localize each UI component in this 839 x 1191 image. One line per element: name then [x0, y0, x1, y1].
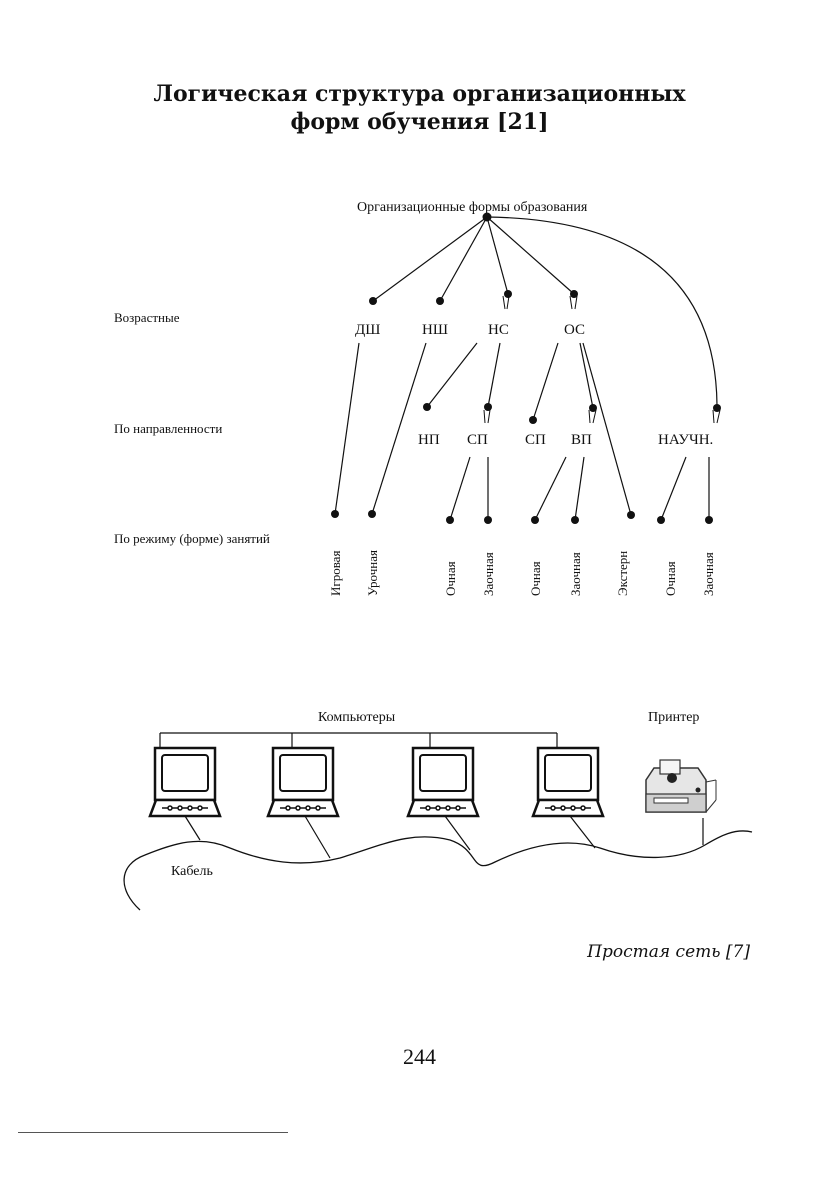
- mode-label-zaochnaya-2: Заочная: [568, 552, 583, 596]
- network-caption: Простая сеть [7]: [540, 942, 750, 962]
- mode-dot-ekstern: [627, 511, 635, 519]
- mode-dot-urochnaya: [368, 510, 376, 518]
- direction-node-nauchn: НАУЧН.: [658, 432, 713, 448]
- cable-label: Кабель: [171, 864, 213, 879]
- mode-label-ochnaya-1: Очная: [443, 561, 458, 596]
- level-label-mode: По режиму (форме) занятий: [114, 531, 270, 546]
- direction-node-vp: ВП: [571, 432, 592, 448]
- age-dot-ns: [504, 290, 512, 298]
- root-edges: [373, 217, 717, 405]
- direction-dot-np: [423, 403, 431, 411]
- direction-dot-sp1: [484, 403, 492, 411]
- middle-edges: [335, 343, 631, 515]
- bus-lines: [160, 733, 557, 748]
- age-dot-nsh: [436, 297, 444, 305]
- mode-dot-ochnaya-1: [446, 516, 454, 524]
- mode-dot-ochnaya-2: [531, 516, 539, 524]
- mode-label-ekstern: Экстерн: [615, 551, 630, 596]
- computer-icon: [533, 748, 603, 816]
- direction-node-sp2: СП: [525, 432, 546, 448]
- age-node-os: ОС: [564, 322, 585, 338]
- double-tick-marks: [503, 296, 577, 309]
- age-dot-dsh: [369, 297, 377, 305]
- age-node-nsh: НШ: [422, 322, 448, 338]
- mode-dot-zaochnaya-2: [571, 516, 579, 524]
- computer-icon: [268, 748, 338, 816]
- computers-label: Компьютеры: [318, 710, 396, 725]
- mode-label-zaochnaya-3: Заочная: [701, 552, 716, 596]
- mode-label-ochnaya-2: Очная: [528, 561, 543, 596]
- direction-node-sp1: СП: [467, 432, 488, 448]
- footer-divider: [18, 1132, 288, 1133]
- mode-dot-zaochnaya-1: [484, 516, 492, 524]
- computer-icon: [150, 748, 220, 816]
- root-label: Организационные формы образования: [357, 200, 588, 215]
- age-node-ns: НС: [488, 322, 509, 338]
- level-label-age: Возрастные: [114, 310, 180, 325]
- printer-label: Принтер: [648, 710, 699, 725]
- mode-dot-igrovaya: [331, 510, 339, 518]
- mode-label-ochnaya-3: Очная: [663, 561, 678, 596]
- mode-label-urochnaya: Урочная: [365, 550, 380, 596]
- mode-dot-zaochnaya-3: [705, 516, 713, 524]
- computer-icon: [408, 748, 478, 816]
- mode-label-igrovaya: Игровая: [328, 551, 343, 596]
- direction-node-np: НП: [418, 432, 440, 448]
- page-number: 244: [0, 1044, 839, 1070]
- mode-dot-ochnaya-3: [657, 516, 665, 524]
- direction-dot-sp2: [529, 416, 537, 424]
- mode-label-zaochnaya-1: Заочная: [481, 552, 496, 596]
- age-node-dsh: ДШ: [355, 322, 380, 338]
- lower-edges: [450, 457, 709, 520]
- cable-drops: [185, 816, 703, 858]
- level-label-direction: По направленности: [114, 421, 222, 436]
- printer-icon: [646, 760, 716, 812]
- network-cable: [124, 831, 752, 910]
